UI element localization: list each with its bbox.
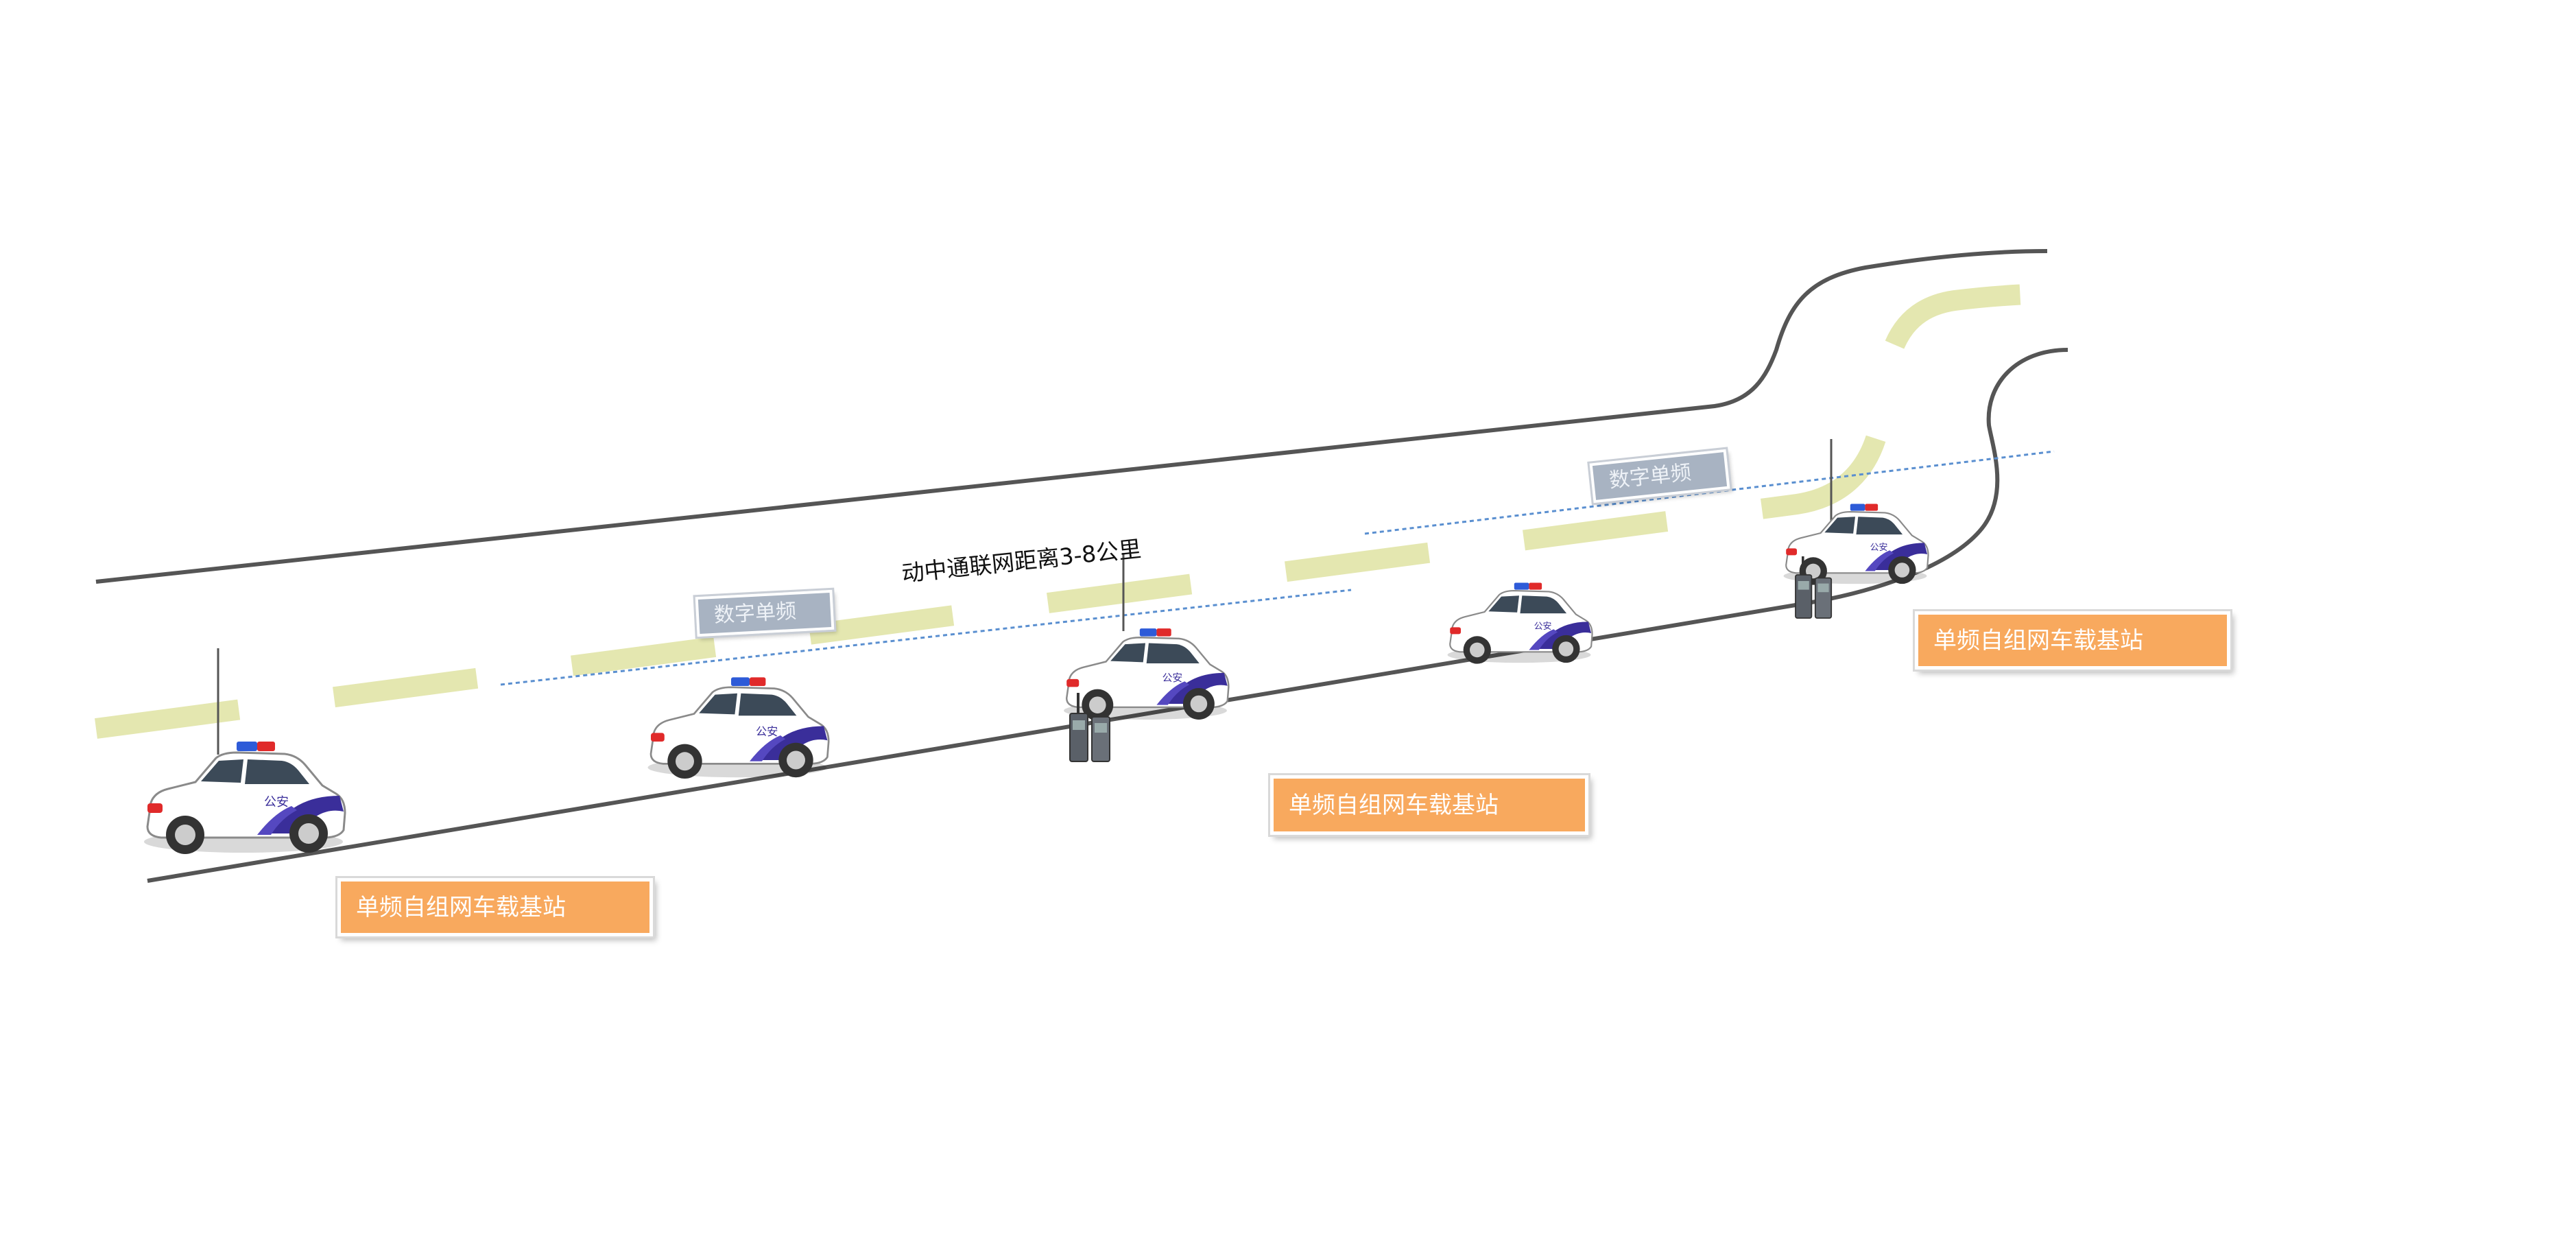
station-label-3: 单频自组网车载基站	[1915, 611, 2230, 670]
road-lower-edge	[147, 348, 2068, 883]
police-car-1	[143, 740, 346, 855]
digital-label-1: 数字单频	[695, 589, 835, 637]
network-link-line	[500, 450, 2055, 686]
police-car-2	[647, 676, 830, 780]
road-upper-edge	[95, 249, 2048, 584]
road-center-dash	[95, 283, 2058, 739]
police-car-5	[1782, 503, 1929, 586]
police-car-3	[1062, 627, 1230, 722]
station-label-1: 单频自组网车载基站	[337, 878, 653, 936]
police-car-4	[1446, 582, 1593, 665]
station-label-2: 单频自组网车载基站	[1270, 775, 1588, 835]
